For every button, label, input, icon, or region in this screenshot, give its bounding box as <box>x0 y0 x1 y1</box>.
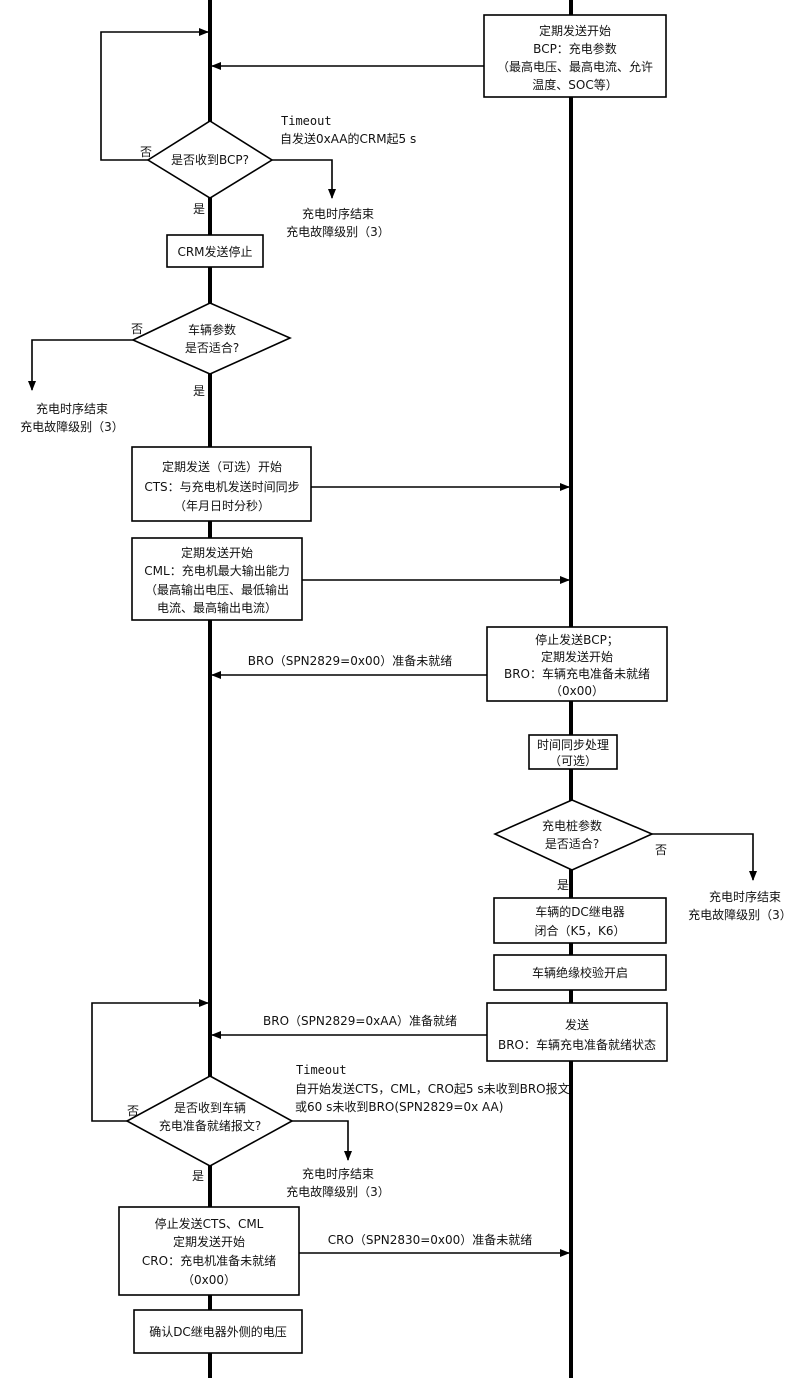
cro-line-2: 定期发送开始 <box>173 1234 245 1249</box>
decision-bro-received: 是否收到车辆 充电准备就绪报文? <box>125 1075 294 1167</box>
bcp-send-box: 定期发送开始 BCP：充电参数 （最高电压、最高电流、允许 温度、SOC等） <box>483 14 667 98</box>
dc-relay-close-box: 车辆的DC继电器 闭合（K5，K6） <box>493 897 667 944</box>
decision-bro-no-label: 否 <box>127 1104 139 1118</box>
timeout1-arrow <box>272 159 336 199</box>
dc-relay-line-1: 车辆的DC继电器 <box>535 904 625 919</box>
bro-nr-line-1: 停止发送BCP； <box>535 632 619 647</box>
cro-line-4: （0x00） <box>182 1273 236 1287</box>
decision-bro-line-1: 是否收到车辆 <box>174 1100 246 1115</box>
decision-charger-no-label: 否 <box>655 843 667 857</box>
cts-line-3: （年月日时分秒） <box>174 499 270 513</box>
cro-send-box: 停止发送CTS、CML 定期发送开始 CRO：充电机准备未就绪 （0x00） <box>118 1206 300 1296</box>
cml-line-2: CML：充电机最大输出能力 <box>144 563 289 578</box>
decision-vehicle-no-label: 否 <box>131 322 143 336</box>
crm-stop-box: CRM发送停止 <box>166 234 264 268</box>
vehicle-param-no-arrow <box>28 339 133 391</box>
insulation-check-text: 车辆绝缘校验开启 <box>532 965 628 980</box>
confirm-voltage-box: 确认DC继电器外侧的电压 <box>133 1309 303 1354</box>
decision-bcp-received: 是否收到BCP? <box>146 120 274 199</box>
decision-bcp-yes-label: 是 <box>193 202 205 216</box>
decision-vehicle-yes-label: 是 <box>193 384 205 398</box>
time-sync-box: 时间同步处理 （可选） <box>528 734 618 770</box>
crm-stop-text: CRM发送停止 <box>177 244 252 259</box>
bro-nr-line-2: 定期发送开始 <box>541 649 613 664</box>
confirm-voltage-text: 确认DC继电器外侧的电压 <box>149 1324 287 1339</box>
cml-line-3: （最高输出电压、最低输出 <box>145 582 289 597</box>
charger-param-no-arrow <box>652 833 757 881</box>
timeout2-label: Timeout <box>296 1063 347 1077</box>
decision-charger-yes-label: 是 <box>557 878 569 892</box>
bcp-line-2: BCP：充电参数 <box>533 41 617 56</box>
end4-line-2: 充电故障级别（3） <box>286 1184 390 1199</box>
time-sync-line-2: （可选） <box>549 754 597 768</box>
cro-line-1: 停止发送CTS、CML <box>155 1216 264 1231</box>
decision-charger-line-2: 是否适合? <box>545 836 599 851</box>
bro-ready-line-1: 发送 <box>565 1017 589 1032</box>
bro-ready-line-2: BRO：车辆充电准备就绪状态 <box>498 1037 656 1052</box>
bcp-line-3: （最高电压、最高电流、允许 <box>497 59 653 74</box>
cts-send-box: 定期发送（可选）开始 CTS：与充电机发送时间同步 （年月日时分秒） <box>131 446 312 522</box>
timeout1-label: Timeout <box>281 114 332 128</box>
timeout2-line-1: 自开始发送CTS，CML，CRO起5 s未收到BRO报文 <box>295 1081 570 1096</box>
cml-send-box: 定期发送开始 CML：充电机最大输出能力 （最高输出电压、最低输出 电流、最高输… <box>131 537 303 621</box>
decision-bcp-text: 是否收到BCP? <box>171 153 249 167</box>
insulation-check-box: 车辆绝缘校验开启 <box>493 954 667 991</box>
timeout1-text: 自发送0xAA的CRM起5 s <box>280 131 416 146</box>
bcp-line-1: 定期发送开始 <box>539 23 611 38</box>
bro-nr-line-3: BRO：车辆充电准备未就绪 <box>504 666 650 681</box>
decision-charger-params: 充电桩参数 是否适合? <box>493 799 654 871</box>
cts-line-1: 定期发送（可选）开始 <box>162 459 282 474</box>
dc-relay-line-2: 闭合（K5，K6） <box>534 923 625 938</box>
decision-bcp-no-label: 否 <box>140 145 152 159</box>
bro-aa-message-label: BRO（SPN2829=0xAA）准备就绪 <box>263 1014 457 1028</box>
bcp-line-4: 温度、SOC等） <box>532 77 617 92</box>
bcp-no-loop-arrow <box>100 28 209 161</box>
decision-bro-line-2: 充电准备就绪报文? <box>159 1118 261 1133</box>
cro-00-message-label: CRO（SPN2830=0x00）准备未就绪 <box>328 1233 533 1247</box>
time-sync-line-1: 时间同步处理 <box>537 738 609 752</box>
bro-not-ready-box: 停止发送BCP； 定期发送开始 BRO：车辆充电准备未就绪 （0x00） <box>486 626 668 702</box>
timeout2-line-2: 或60 s未收到BRO(SPN2829=0x AA) <box>295 1100 503 1114</box>
end1-line-1: 充电时序结束 <box>302 206 374 221</box>
cml-line-4: 电流、最高输出电流） <box>157 600 277 615</box>
cro-line-3: CRO：充电机准备未就绪 <box>142 1253 276 1268</box>
end3-line-1: 充电时序结束 <box>709 889 781 904</box>
end1-line-2: 充电故障级别（3） <box>286 224 390 239</box>
timeout2-arrow <box>292 1120 352 1161</box>
decision-vehicle-params: 车辆参数 是否适合? <box>131 302 292 375</box>
bro-no-loop-arrow <box>91 999 209 1122</box>
decision-vehicle-line-1: 车辆参数 <box>188 322 236 337</box>
cml-line-1: 定期发送开始 <box>181 545 253 560</box>
decision-bro-yes-label: 是 <box>192 1169 204 1183</box>
cts-line-2: CTS：与充电机发送时间同步 <box>144 479 299 494</box>
end3-line-2: 充电故障级别（3） <box>688 907 792 922</box>
bro-ready-box: 发送 BRO：车辆充电准备就绪状态 <box>486 1002 668 1062</box>
end2-line-1: 充电时序结束 <box>36 401 108 416</box>
decision-charger-line-1: 充电桩参数 <box>542 818 602 833</box>
bro-nr-line-4: （0x00） <box>550 684 604 698</box>
end4-line-1: 充电时序结束 <box>302 1166 374 1181</box>
decision-vehicle-line-2: 是否适合? <box>185 340 239 355</box>
bro-00-message-label: BRO（SPN2829=0x00）准备未就绪 <box>248 654 452 668</box>
end2-line-2: 充电故障级别（3） <box>20 419 124 434</box>
